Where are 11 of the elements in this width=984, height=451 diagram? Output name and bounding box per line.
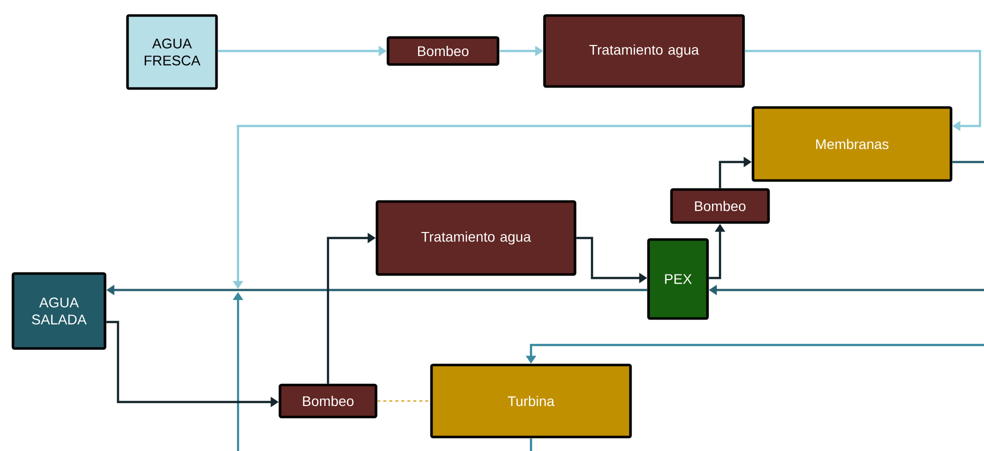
process-box: Bombeo	[670, 188, 770, 224]
process-box: Tratamiento agua	[376, 200, 576, 276]
process-box: Membranas	[752, 106, 952, 182]
process-box: AGUA SALADA	[12, 272, 106, 350]
process-box: Bombeo	[386, 36, 500, 66]
process-box: PEX	[647, 238, 709, 320]
arrow	[744, 50, 982, 132]
process-box: Tratamiento agua	[543, 14, 745, 88]
process-box: Turbina	[430, 364, 632, 438]
process-box: AGUA FRESCA	[126, 14, 218, 90]
process-box: Bombeo	[278, 384, 378, 418]
